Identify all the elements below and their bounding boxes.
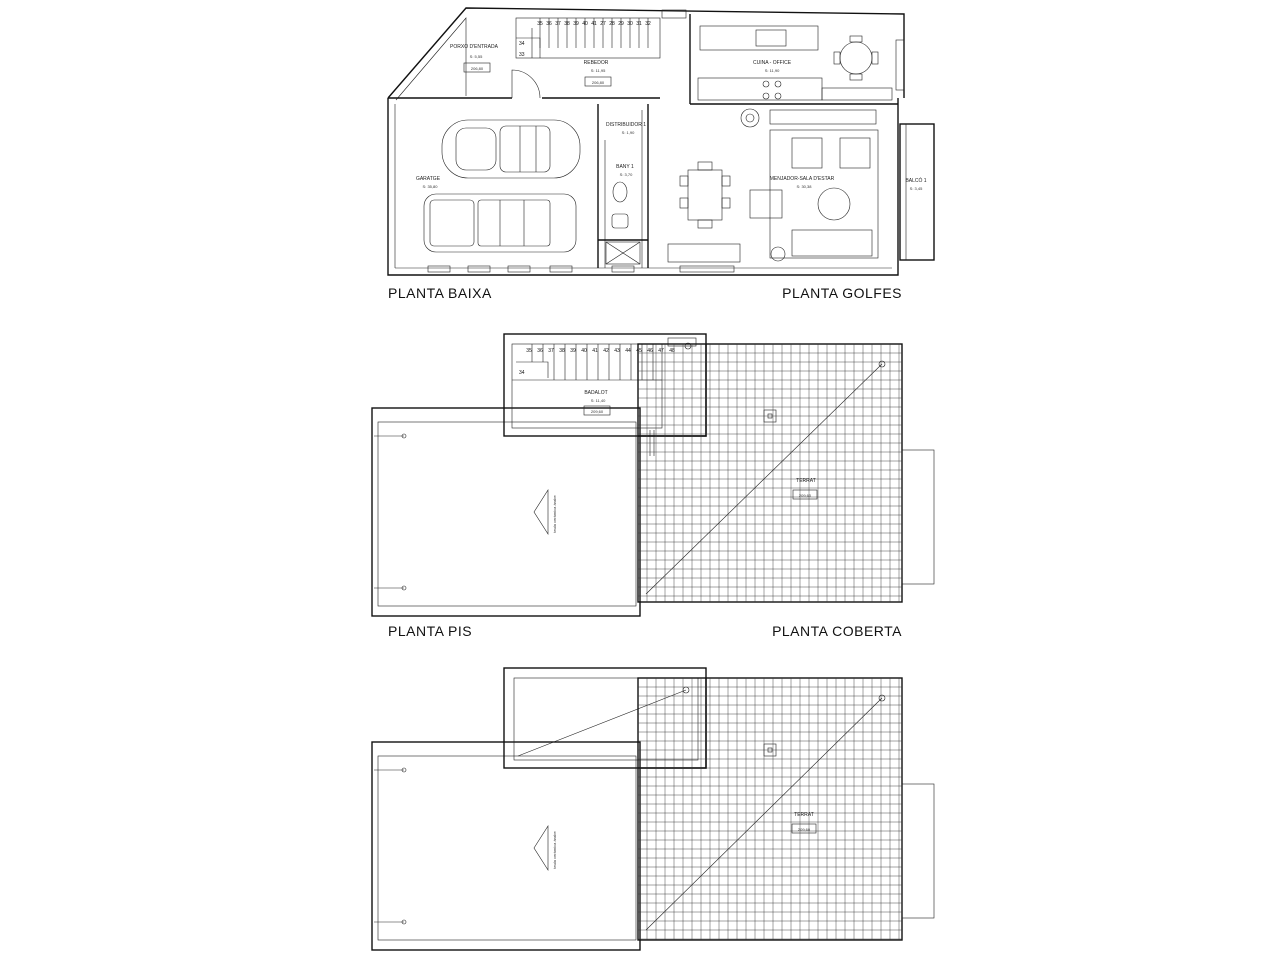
bath-name: BANY 1 [616, 164, 634, 170]
porch-name: PORXO D'ENTRADA [450, 44, 499, 50]
stair-step-number: 35 [526, 348, 532, 354]
stair-step-number: 31 [636, 21, 642, 27]
slope-note-first: teula ceràmica àrabe [552, 495, 557, 533]
terrace-roof-name: TERRAT [794, 812, 814, 818]
kitchen-name: CUINA - OFFICE [753, 60, 792, 66]
balcony-name: BALCÓ 1 [905, 177, 926, 184]
terrace-attic-level: 209,60 [799, 493, 812, 498]
stair-step-number: 43 [614, 348, 620, 354]
roof-plan: teula ceràmica àrabe TERRAT 209,60 [371, 667, 935, 951]
stair-step-number: 32 [645, 21, 651, 27]
stair-step-number: 37 [555, 21, 561, 27]
stair-step-number: 36 [537, 348, 543, 354]
roof-tile-grid [638, 678, 902, 940]
badalot-level: 209,60 [591, 409, 604, 414]
stair-step-number: 48 [669, 348, 675, 354]
car-sedan-icon [441, 119, 581, 179]
attic-stair-numbers: 35 36 37 38 39 40 41 42 43 44 45 46 47 48 [526, 348, 675, 354]
stair-step-number: 38 [564, 21, 570, 27]
stair-step-number: 38 [559, 348, 565, 354]
porch-level: 206,80 [471, 66, 484, 71]
stair-step-number: 29 [618, 21, 624, 27]
stair-step-number: 41 [591, 21, 597, 27]
stair-step-number: 37 [548, 348, 554, 354]
title-planta-golfes: PLANTA GOLFES [782, 285, 902, 301]
title-planta-pis: PLANTA PIS [388, 623, 472, 639]
garage-area: S: 35,80 [423, 184, 439, 189]
living-area: S: 30,38 [797, 184, 813, 189]
stair-step-number: 46 [647, 348, 653, 354]
first-floor-plan: teula ceràmica àrabe 35 36 37 38 39 40 41 42 43 4… [371, 333, 935, 639]
bath-area: S: 3,70 [620, 172, 633, 177]
attic-stair-side-numbers: 34 [519, 370, 525, 376]
stair-step-number: 28 [609, 21, 615, 27]
stair-step-number: 45 [636, 348, 642, 354]
balcony-area: S: 3,45 [910, 186, 923, 191]
stair-step-number: 41 [592, 348, 598, 354]
bath-fixtures-icon [605, 181, 641, 265]
dining-table-icon [679, 161, 731, 229]
porch-area: S: 5,55 [470, 54, 483, 59]
hall-name: REBEDOR [584, 60, 609, 66]
stair-step-number: 42 [603, 348, 609, 354]
living-name: MENJADOR-SALA D'ESTAR [770, 176, 835, 182]
car-estate-icon [423, 193, 577, 253]
terrace-tile-grid [638, 344, 902, 602]
stair-step-number: 33 [519, 52, 525, 58]
ground-stair-side-numbers: 34 33 [519, 41, 525, 58]
badalot-name: BADALOT [584, 390, 607, 396]
badalot-area: S: 11,40 [591, 398, 606, 403]
terrace-roof-level: 209,60 [798, 827, 811, 832]
living-room-furniture-icon [740, 108, 879, 262]
slope-note-roof: teula ceràmica àrabe [552, 831, 557, 869]
stair-step-number: 44 [625, 348, 631, 354]
title-planta-baixa: PLANTA BAIXA [388, 285, 492, 301]
kitchen-area: S: 11,90 [765, 68, 780, 73]
hall-area: S: 11,95 [591, 68, 606, 73]
ground-stair-treads [539, 18, 649, 48]
stair-step-number: 27 [600, 21, 606, 27]
terrace-attic-name: TERRAT [796, 478, 816, 484]
distributor-area: S: 1,90 [622, 130, 635, 135]
stair-step-number: 47 [658, 348, 664, 354]
kitchen-counter-icon [697, 25, 893, 101]
ground-room-labels: PORXO D'ENTRADA S: 5,55 206,80 REBEDOR S… [416, 44, 927, 191]
stair-step-number: 40 [582, 21, 588, 27]
stair-step-number: 30 [627, 21, 633, 27]
stair-step-number: 39 [570, 348, 576, 354]
stair-step-number: 36 [546, 21, 552, 27]
stair-step-number: 34 [519, 370, 525, 376]
stair-step-number: 39 [573, 21, 579, 27]
distributor-name: DISTRIBUIDOR 1 [606, 122, 646, 128]
title-planta-coberta: PLANTA COBERTA [772, 623, 902, 639]
round-table-icon [833, 35, 879, 81]
stair-step-number: 40 [581, 348, 587, 354]
stair-step-number: 35 [537, 21, 543, 27]
garage-name: GARATGE [416, 176, 441, 182]
stair-step-number: 34 [519, 41, 525, 47]
hall-level: 206,80 [592, 80, 605, 85]
